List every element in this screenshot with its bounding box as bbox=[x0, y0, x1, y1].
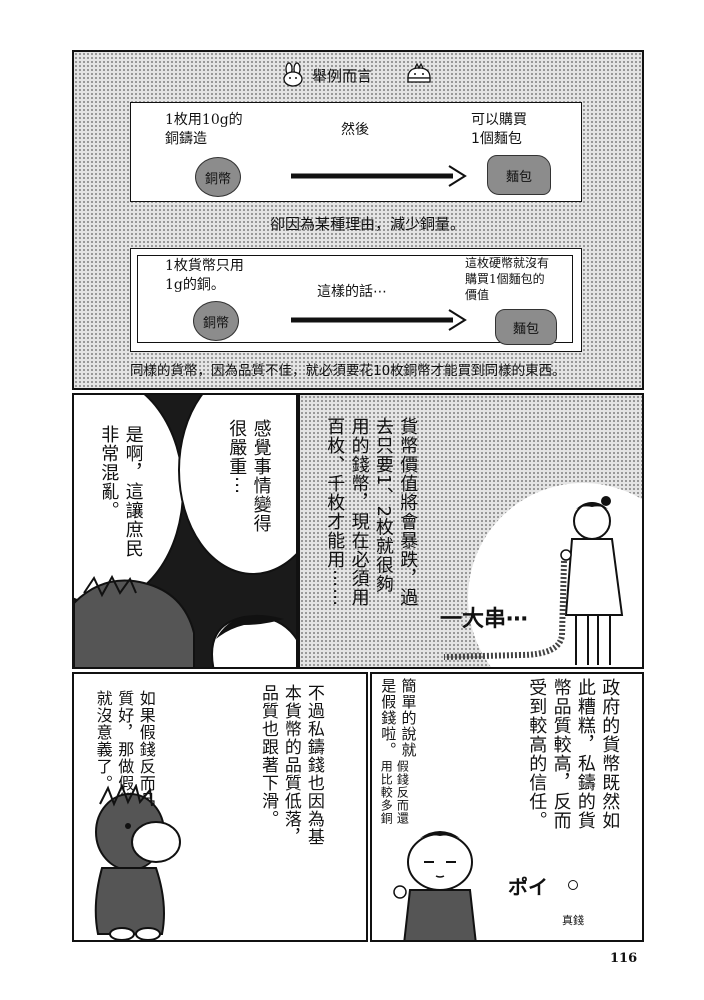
narration-right-text: 政府的貨幣既然如此糟糕，私鑄的貨幣品質較高，反而受到較高的信任。 bbox=[526, 678, 621, 830]
example-1-middle-text: 然後 bbox=[341, 122, 369, 138]
horse-character bbox=[94, 784, 181, 940]
rabbit-icon bbox=[280, 62, 306, 88]
horse-character bbox=[74, 574, 195, 667]
example-2-left-text: 1枚貨幣只用 1g的銅。 bbox=[165, 258, 244, 293]
copper-coin-icon: 銅幣 bbox=[195, 157, 241, 197]
example-1-box: 1枚用10g的 銅鑄造 然後 可以購買 1個麵包 銅幣 麵包 bbox=[130, 102, 582, 202]
example-panel: 舉例而言 1枚用10g的 銅鑄造 然後 可以購買 1個麵包 銅幣 麵包 卻因為某… bbox=[72, 50, 644, 390]
example-header: 舉例而言 bbox=[312, 67, 373, 85]
person-character bbox=[211, 614, 296, 667]
example-2-middle-text: 這樣的話⋯ bbox=[317, 284, 387, 300]
arrow-icon bbox=[291, 165, 467, 187]
conclusion-text: 同樣的貨幣，因為品質不佳，就必須要花10枚銅幣才能買到同樣的東西。 bbox=[130, 363, 566, 379]
example-2-box: 1枚貨幣只用 1g的銅。 這樣的話⋯ 這枚硬幣就沒有 購買1個麵包的 價值 銅幣… bbox=[130, 248, 582, 352]
bread-icon: 麵包 bbox=[487, 155, 551, 195]
man-with-coin-string bbox=[560, 496, 624, 665]
bun-icon bbox=[404, 62, 434, 88]
narration-text: 貨幣價值將會暴跌，過去只要1、2枚就很夠用的錢幣，現在必須用百枚、千枚才能用⋯⋯ bbox=[324, 417, 419, 607]
real-coin-icon bbox=[568, 880, 578, 890]
speech-text-left: 是啊，這讓庶民非常混亂。 bbox=[98, 425, 144, 558]
example-1-right-text: 可以購買 1個麵包 bbox=[471, 112, 527, 147]
arrow-icon bbox=[291, 309, 467, 331]
horse-speech-text: 如果假錢反而品質好，那做假錢就沒意義了。 bbox=[93, 690, 156, 809]
small-note-text: 假錢反而還用比較多銅 bbox=[379, 760, 410, 825]
example-2-right-text: 這枚硬幣就沒有 購買1個麵包的 價值 bbox=[465, 256, 550, 303]
example-2-inner-frame bbox=[137, 255, 573, 343]
narration-panel: 貨幣價值將會暴跌，過去只要1、2枚就很夠用的錢幣，現在必須用百枚、千枚才能用⋯⋯… bbox=[298, 393, 644, 669]
example-1-left-text: 1枚用10g的 銅鑄造 bbox=[165, 112, 243, 147]
speech-text-right: 感覺事情變得很嚴重⋯ bbox=[226, 419, 272, 533]
person-character bbox=[393, 831, 477, 940]
sfx-long-string: 一大串⋯ bbox=[440, 607, 529, 632]
dialog-panel: 是啊，這讓庶民非常混亂。 感覺事情變得很嚴重⋯ bbox=[72, 393, 298, 669]
coin-string bbox=[443, 560, 567, 660]
real-coin-label: 真錢 bbox=[562, 914, 584, 927]
horse-panel: 如果假錢反而品質好，那做假錢就沒意義了。 不過私鑄錢也因為基本貨幣的品質低落，品… bbox=[72, 672, 368, 942]
bread-icon: 麵包 bbox=[495, 309, 557, 345]
narration-left-text: 不過私鑄錢也因為基本貨幣的品質低落，品質也跟著下滑。 bbox=[257, 684, 324, 846]
page-number: 116 bbox=[610, 951, 638, 966]
reason-text: 卻因為某種理由，減少銅量。 bbox=[270, 215, 466, 233]
copper-coin-icon: 銅幣 bbox=[193, 301, 239, 341]
explanation-panel: 政府的貨幣既然如此糟糕，私鑄的貨幣品質較高，反而受到較高的信任。 簡單的說就是假… bbox=[370, 672, 644, 942]
sfx-toss: ポイ bbox=[508, 875, 548, 899]
aside-text: 簡單的說就是假錢啦。 bbox=[379, 678, 418, 758]
